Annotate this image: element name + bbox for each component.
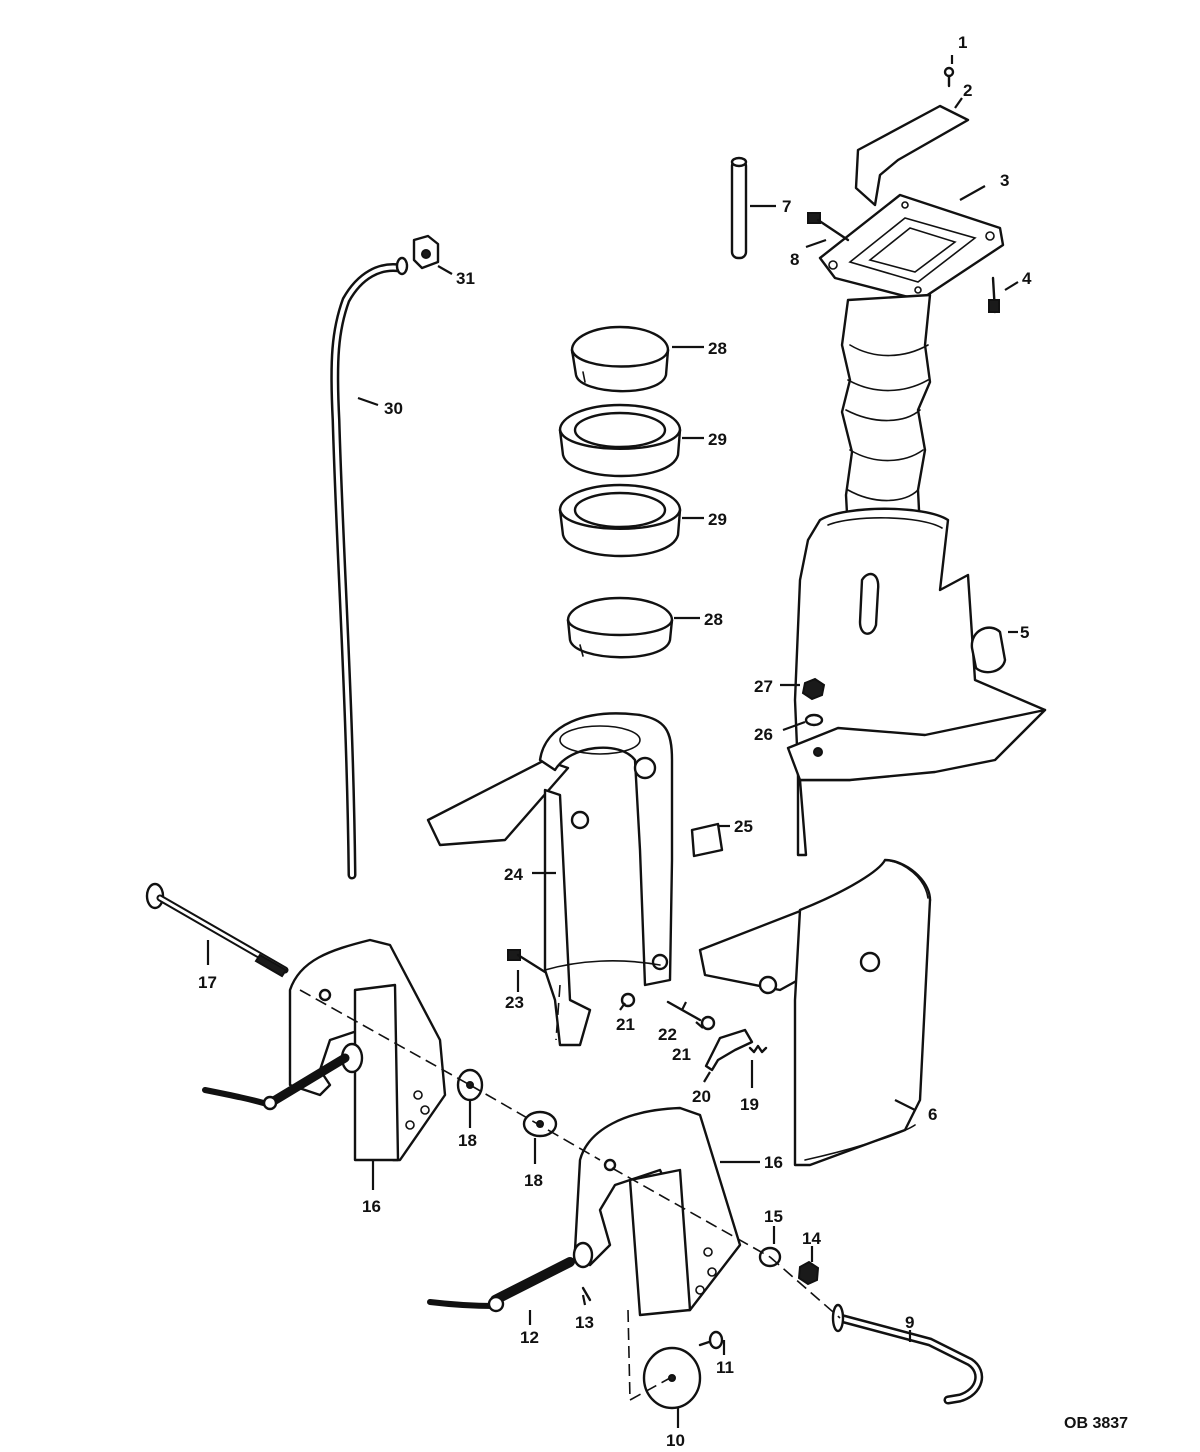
screw-11 xyxy=(698,1330,724,1350)
callout-10: 10 xyxy=(666,1431,685,1450)
spring-19 xyxy=(748,1044,768,1054)
callout-16-upper: 16 xyxy=(764,1153,783,1172)
callout-1: 1 xyxy=(958,33,967,52)
callout-4: 4 xyxy=(1022,269,1032,288)
callout-31: 31 xyxy=(456,269,475,288)
callout-3: 3 xyxy=(1000,171,1009,190)
clamp-screw-left xyxy=(202,1053,350,1111)
callout-21-right: 21 xyxy=(672,1045,691,1064)
clamp-bracket-right xyxy=(572,1106,742,1317)
reference-code: OB 3837 xyxy=(1064,1415,1128,1432)
swivel-bracket xyxy=(426,712,674,1047)
nut xyxy=(801,677,826,701)
callout-29-lower: 29 xyxy=(708,510,727,529)
adapter-plate xyxy=(818,193,1005,302)
callout-5: 5 xyxy=(1020,623,1029,642)
callout-18-left: 18 xyxy=(458,1131,477,1150)
pad xyxy=(690,822,724,858)
callout-8: 8 xyxy=(790,250,799,269)
screw-1 xyxy=(943,66,955,88)
callout-12: 12 xyxy=(520,1328,539,1347)
nut-14 xyxy=(797,1260,820,1286)
bearing-ring-upper xyxy=(558,403,682,478)
housing-skirt xyxy=(793,507,1047,857)
rod xyxy=(730,156,748,260)
bushing-bottom xyxy=(566,596,674,659)
callout-26: 26 xyxy=(754,725,773,744)
hose xyxy=(330,262,405,880)
bushing-21-right xyxy=(700,1015,716,1031)
callout-labels: 1 2 3 4 5 6 7 8 9 10 11 12 13 14 15 16 1… xyxy=(198,33,1032,1450)
callout-7: 7 xyxy=(782,197,791,216)
tilt-rod xyxy=(831,1303,984,1405)
drive-shaft-housing xyxy=(786,104,1047,857)
screw-4 xyxy=(988,276,1000,314)
cover-plate xyxy=(854,104,970,207)
callout-17: 17 xyxy=(198,973,217,992)
callout-18-right: 18 xyxy=(524,1171,543,1190)
callout-13: 13 xyxy=(575,1313,594,1332)
clamp-bracket-left xyxy=(288,938,447,1162)
screw-23 xyxy=(507,949,547,974)
callout-15: 15 xyxy=(764,1207,783,1226)
bearing-ring-lower xyxy=(558,483,682,558)
clip xyxy=(412,234,440,270)
callout-25: 25 xyxy=(734,817,753,836)
plug xyxy=(970,626,1007,674)
bolt-17 xyxy=(145,882,289,978)
callout-11: 11 xyxy=(716,1358,734,1377)
lever-20 xyxy=(704,1028,754,1072)
callout-24: 24 xyxy=(504,865,523,884)
washer xyxy=(804,713,824,727)
callout-27: 27 xyxy=(754,677,773,696)
callout-28-bottom: 28 xyxy=(704,610,723,629)
screw-8 xyxy=(807,212,850,242)
callout-9: 9 xyxy=(905,1313,914,1332)
callout-23: 23 xyxy=(505,993,524,1012)
bushing-top xyxy=(570,325,670,393)
callout-29-upper: 29 xyxy=(708,430,727,449)
pin-13 xyxy=(581,1286,592,1302)
callout-2: 2 xyxy=(963,81,972,100)
callout-21-left: 21 xyxy=(616,1015,635,1034)
lower-housing xyxy=(698,858,932,1167)
callout-22: 22 xyxy=(658,1025,677,1044)
callout-6: 6 xyxy=(928,1105,937,1124)
pin-22 xyxy=(666,1000,702,1022)
clamp-screw-right xyxy=(427,1257,575,1313)
callout-19: 19 xyxy=(740,1095,759,1114)
callout-14: 14 xyxy=(802,1229,821,1248)
callout-20: 20 xyxy=(692,1087,711,1106)
callout-28-top: 28 xyxy=(708,339,727,358)
leader-lines xyxy=(206,55,1019,1428)
callout-16-left: 16 xyxy=(362,1197,381,1216)
callout-30: 30 xyxy=(384,399,403,418)
